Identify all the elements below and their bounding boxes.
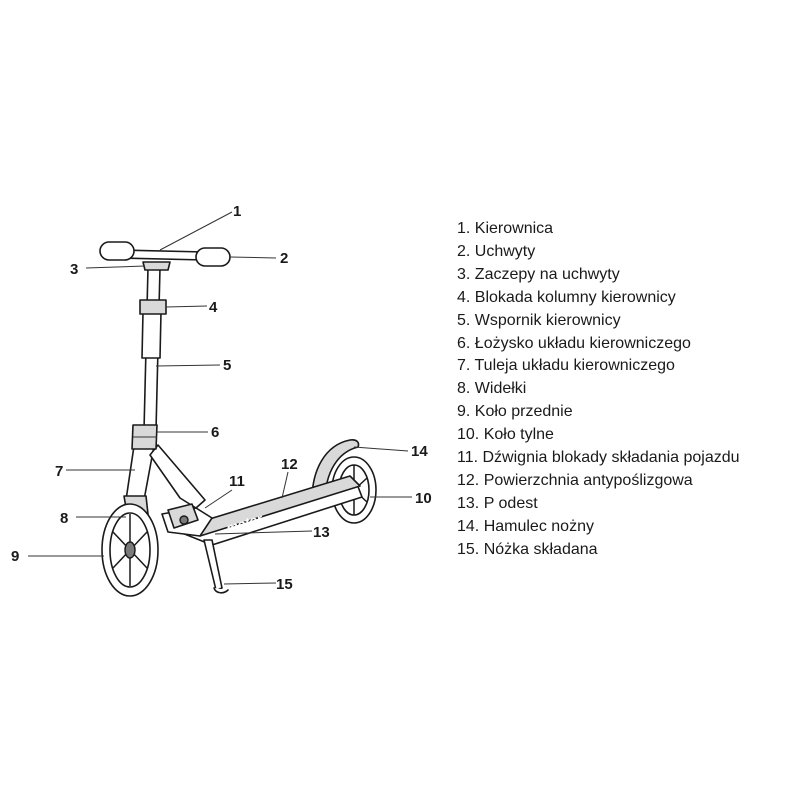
kickstand <box>203 539 229 594</box>
callout-9: 9 <box>11 548 19 565</box>
legend-item: 13. P odest <box>457 494 538 512</box>
callout-2: 2 <box>280 250 288 267</box>
legend-item: 11. Dźwignia blokady składania pojazdu <box>457 449 740 467</box>
callout-11: 11 <box>229 473 245 490</box>
legend-item: 1. Kierownica <box>457 220 554 237</box>
legend-item: 10. Koło tylne <box>457 426 554 444</box>
callout-10: 10 <box>415 490 432 507</box>
deck: motor <box>181 475 363 546</box>
legend-item: 9. Koło przednie <box>457 403 573 421</box>
callout-6: 6 <box>211 424 219 441</box>
legend-item: 14. Hamulec nożny <box>457 517 594 535</box>
callout-12: 12 <box>281 456 298 473</box>
callout-4: 4 <box>209 299 218 316</box>
callout-1: 1 <box>233 203 241 220</box>
fold-mechanism <box>149 444 213 537</box>
legend-item: 7. Tuleja układu kierowniczego <box>457 357 675 375</box>
callout-5: 5 <box>223 357 231 374</box>
handlebar <box>99 241 231 271</box>
parts-legend: 1. Kierownica 2. Uchwyty 3. Zaczepy na u… <box>457 218 797 562</box>
column-lock <box>139 299 167 315</box>
callout-14: 14 <box>411 443 428 460</box>
legend-item: 2. Uchwyty <box>457 242 536 260</box>
legend-item: 3. Zaczepy na uchwyty <box>457 265 620 283</box>
legend-item: 8. Widełki <box>457 380 527 398</box>
legend-item: 5. Wspornik kierownicy <box>457 311 621 329</box>
callout-3: 3 <box>70 261 78 278</box>
callout-7: 7 <box>55 463 63 480</box>
legend-item: 6. Łożysko układu kierowniczego <box>457 334 691 352</box>
front-wheel <box>101 503 159 597</box>
legend-item: 4. Blokada kolumny kierownicy <box>457 288 676 306</box>
legend-item: 15. Nóżka składana <box>457 540 598 558</box>
callout-13: 13 <box>313 524 330 541</box>
steering-bearing <box>131 424 158 450</box>
callout-8: 8 <box>60 510 68 527</box>
callout-numbers: 1 2 3 4 5 6 7 8 9 10 11 12 13 14 15 <box>11 203 432 593</box>
leader-lines <box>28 211 412 585</box>
callout-15: 15 <box>276 576 293 593</box>
legend-item: 12. Powierzchnia antypoślizgowa <box>457 471 693 489</box>
